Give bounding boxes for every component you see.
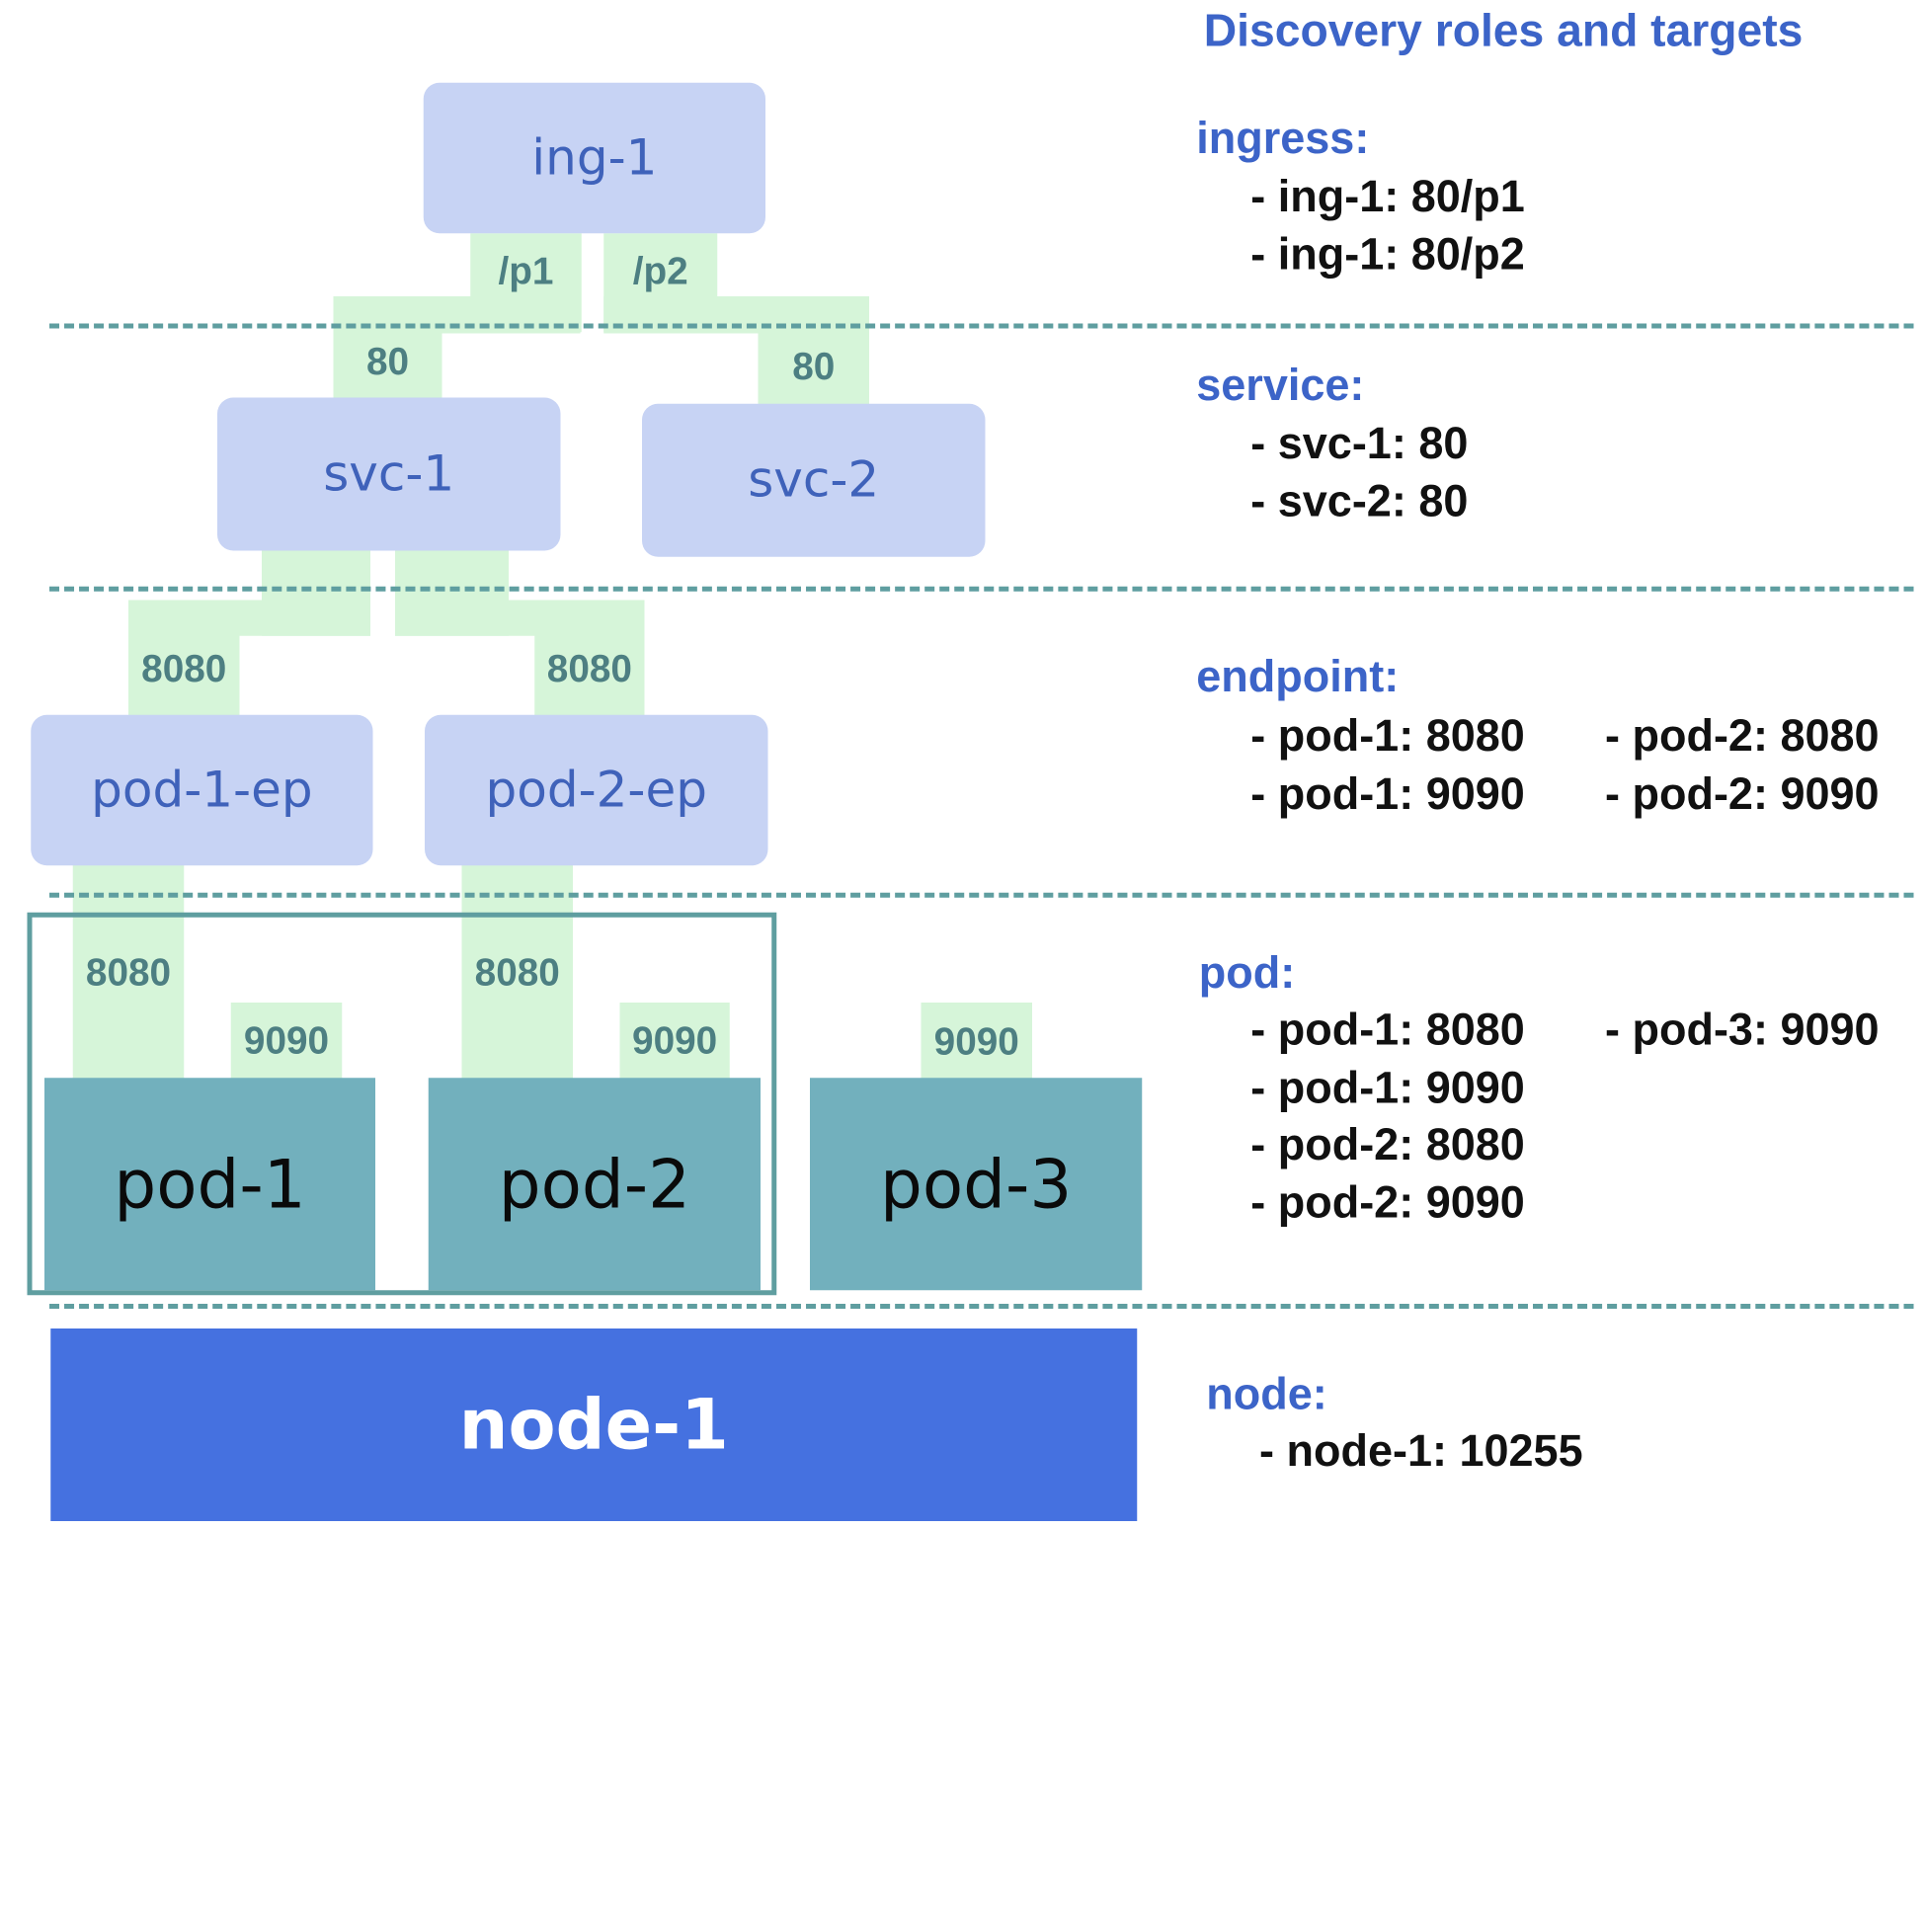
separator-service-endpoint (49, 586, 1914, 592)
legend-target: - pod-1: 9090 (1250, 767, 1525, 819)
pod1-port-b-label: 9090 (243, 1018, 330, 1062)
svc2-port-label: 80 (792, 344, 836, 388)
legend-target: - pod-2: 9090 (1250, 1176, 1525, 1228)
legend-role-service: service: (1196, 359, 1365, 410)
pod2-port-b-label: 9090 (632, 1018, 718, 1062)
legend-target: - pod-1: 8080 (1250, 1004, 1525, 1055)
legend-target: - pod-2: 9090 (1605, 767, 1880, 819)
legend-role-node: node: (1206, 1368, 1327, 1419)
pod-pod-3: pod-3 (810, 1078, 1143, 1291)
pod1-port-a-label: 8080 (85, 950, 172, 995)
pod2-port-a-band (461, 864, 573, 1081)
node-node-1: node-1 (50, 1328, 1138, 1521)
endpoint-pod-2-ep: pod-2-ep (425, 714, 768, 866)
svc1-port-label: 80 (365, 339, 410, 383)
svc2-port-band (758, 296, 869, 408)
pod2-port-b-band (619, 1003, 730, 1081)
legend-role-pod: pod: (1198, 946, 1296, 998)
legend-target: - pod-2: 8080 (1605, 709, 1880, 761)
pod-pod-1: pod-1 (44, 1078, 375, 1291)
legend-target: - node-1: 10255 (1259, 1424, 1583, 1476)
pod-pod-2: pod-2 (428, 1078, 761, 1291)
ing-path-2-label: /p2 (632, 249, 688, 293)
legend-target: - ing-1: 80/p1 (1250, 170, 1525, 221)
pod1-port-a-band (72, 864, 185, 1081)
service-svc-2: svc-2 (642, 403, 986, 557)
legend-target: - pod-1: 8080 (1250, 709, 1525, 761)
separator-endpoint-pod (49, 892, 1914, 898)
legend-target: - svc-2: 80 (1250, 475, 1469, 526)
pod2-port-a-label: 8080 (474, 950, 560, 995)
legend-target: - svc-1: 80 (1250, 417, 1469, 468)
endpoints-pod-group-outline (27, 912, 777, 1296)
separator-ingress-service (49, 323, 1914, 329)
legend-target: - pod-1: 9090 (1250, 1062, 1525, 1113)
legend-role-endpoint: endpoint: (1196, 650, 1400, 701)
ep1-port-band (128, 600, 240, 719)
pod1-port-b-band (230, 1003, 343, 1081)
endpoint-pod-1-ep: pod-1-ep (31, 714, 373, 866)
legend-target: - ing-1: 80/p2 (1250, 228, 1525, 280)
legend-title: Discovery roles and targets (1203, 5, 1804, 56)
ing-path-1-label: /p1 (498, 249, 554, 293)
pod3-port-label: 9090 (933, 1019, 1019, 1064)
service-svc-1: svc-1 (217, 397, 561, 551)
separator-pod-node (49, 1304, 1914, 1309)
legend-role-ingress: ingress: (1196, 112, 1370, 163)
svc1-port-band (333, 296, 442, 402)
ep2-port-band (534, 600, 645, 719)
legend-target: - pod-2: 8080 (1250, 1118, 1525, 1169)
pod3-port-band (921, 1003, 1032, 1081)
ep1-port-label: 8080 (141, 647, 227, 690)
legend-target: - pod-3: 9090 (1605, 1004, 1880, 1055)
ingress-ing-1: ing-1 (423, 82, 765, 234)
ep2-port-label: 8080 (546, 647, 632, 690)
